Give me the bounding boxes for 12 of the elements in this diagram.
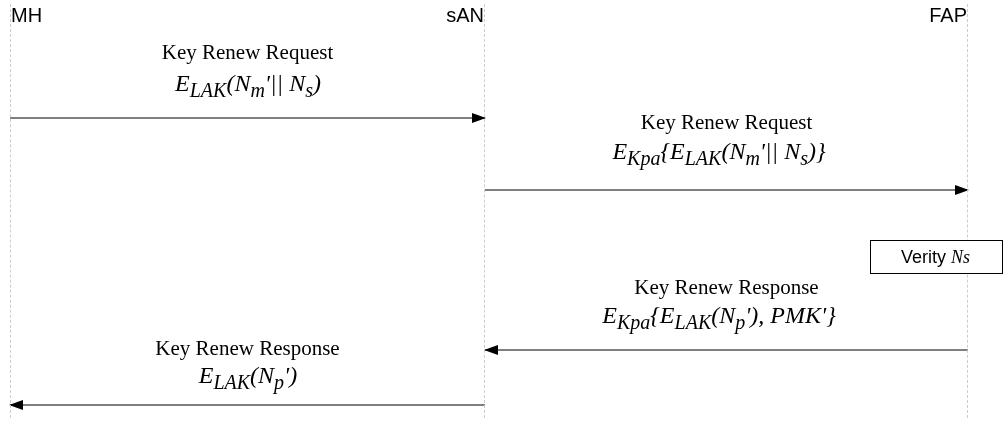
message-formula: E$_{LAK}$(N$_{p}$') — [198, 362, 298, 394]
message-arrow — [9, 400, 486, 410]
message-formula: E$_{K}$$_{pa}${E$_{LAK}$(N$_{m}$'|| N$_{s}$)} — [612, 138, 826, 170]
participant-name: sAN — [446, 4, 484, 26]
message-arrow — [484, 345, 969, 355]
message-formula: E$_{K}$$_{pa}${E$_{LAK}$(N$_{p}$'), PMK'} — [602, 302, 836, 334]
participant-name: MH — [11, 4, 43, 26]
message-arrow — [9, 113, 486, 123]
message-formula: E$_{LAK}$(N$_{m}$'|| N$_{s}$) — [175, 70, 321, 102]
message-arrow — [484, 185, 969, 195]
action-box: Verity Ns — [870, 240, 1003, 274]
participant-name: FAP — [929, 4, 967, 26]
